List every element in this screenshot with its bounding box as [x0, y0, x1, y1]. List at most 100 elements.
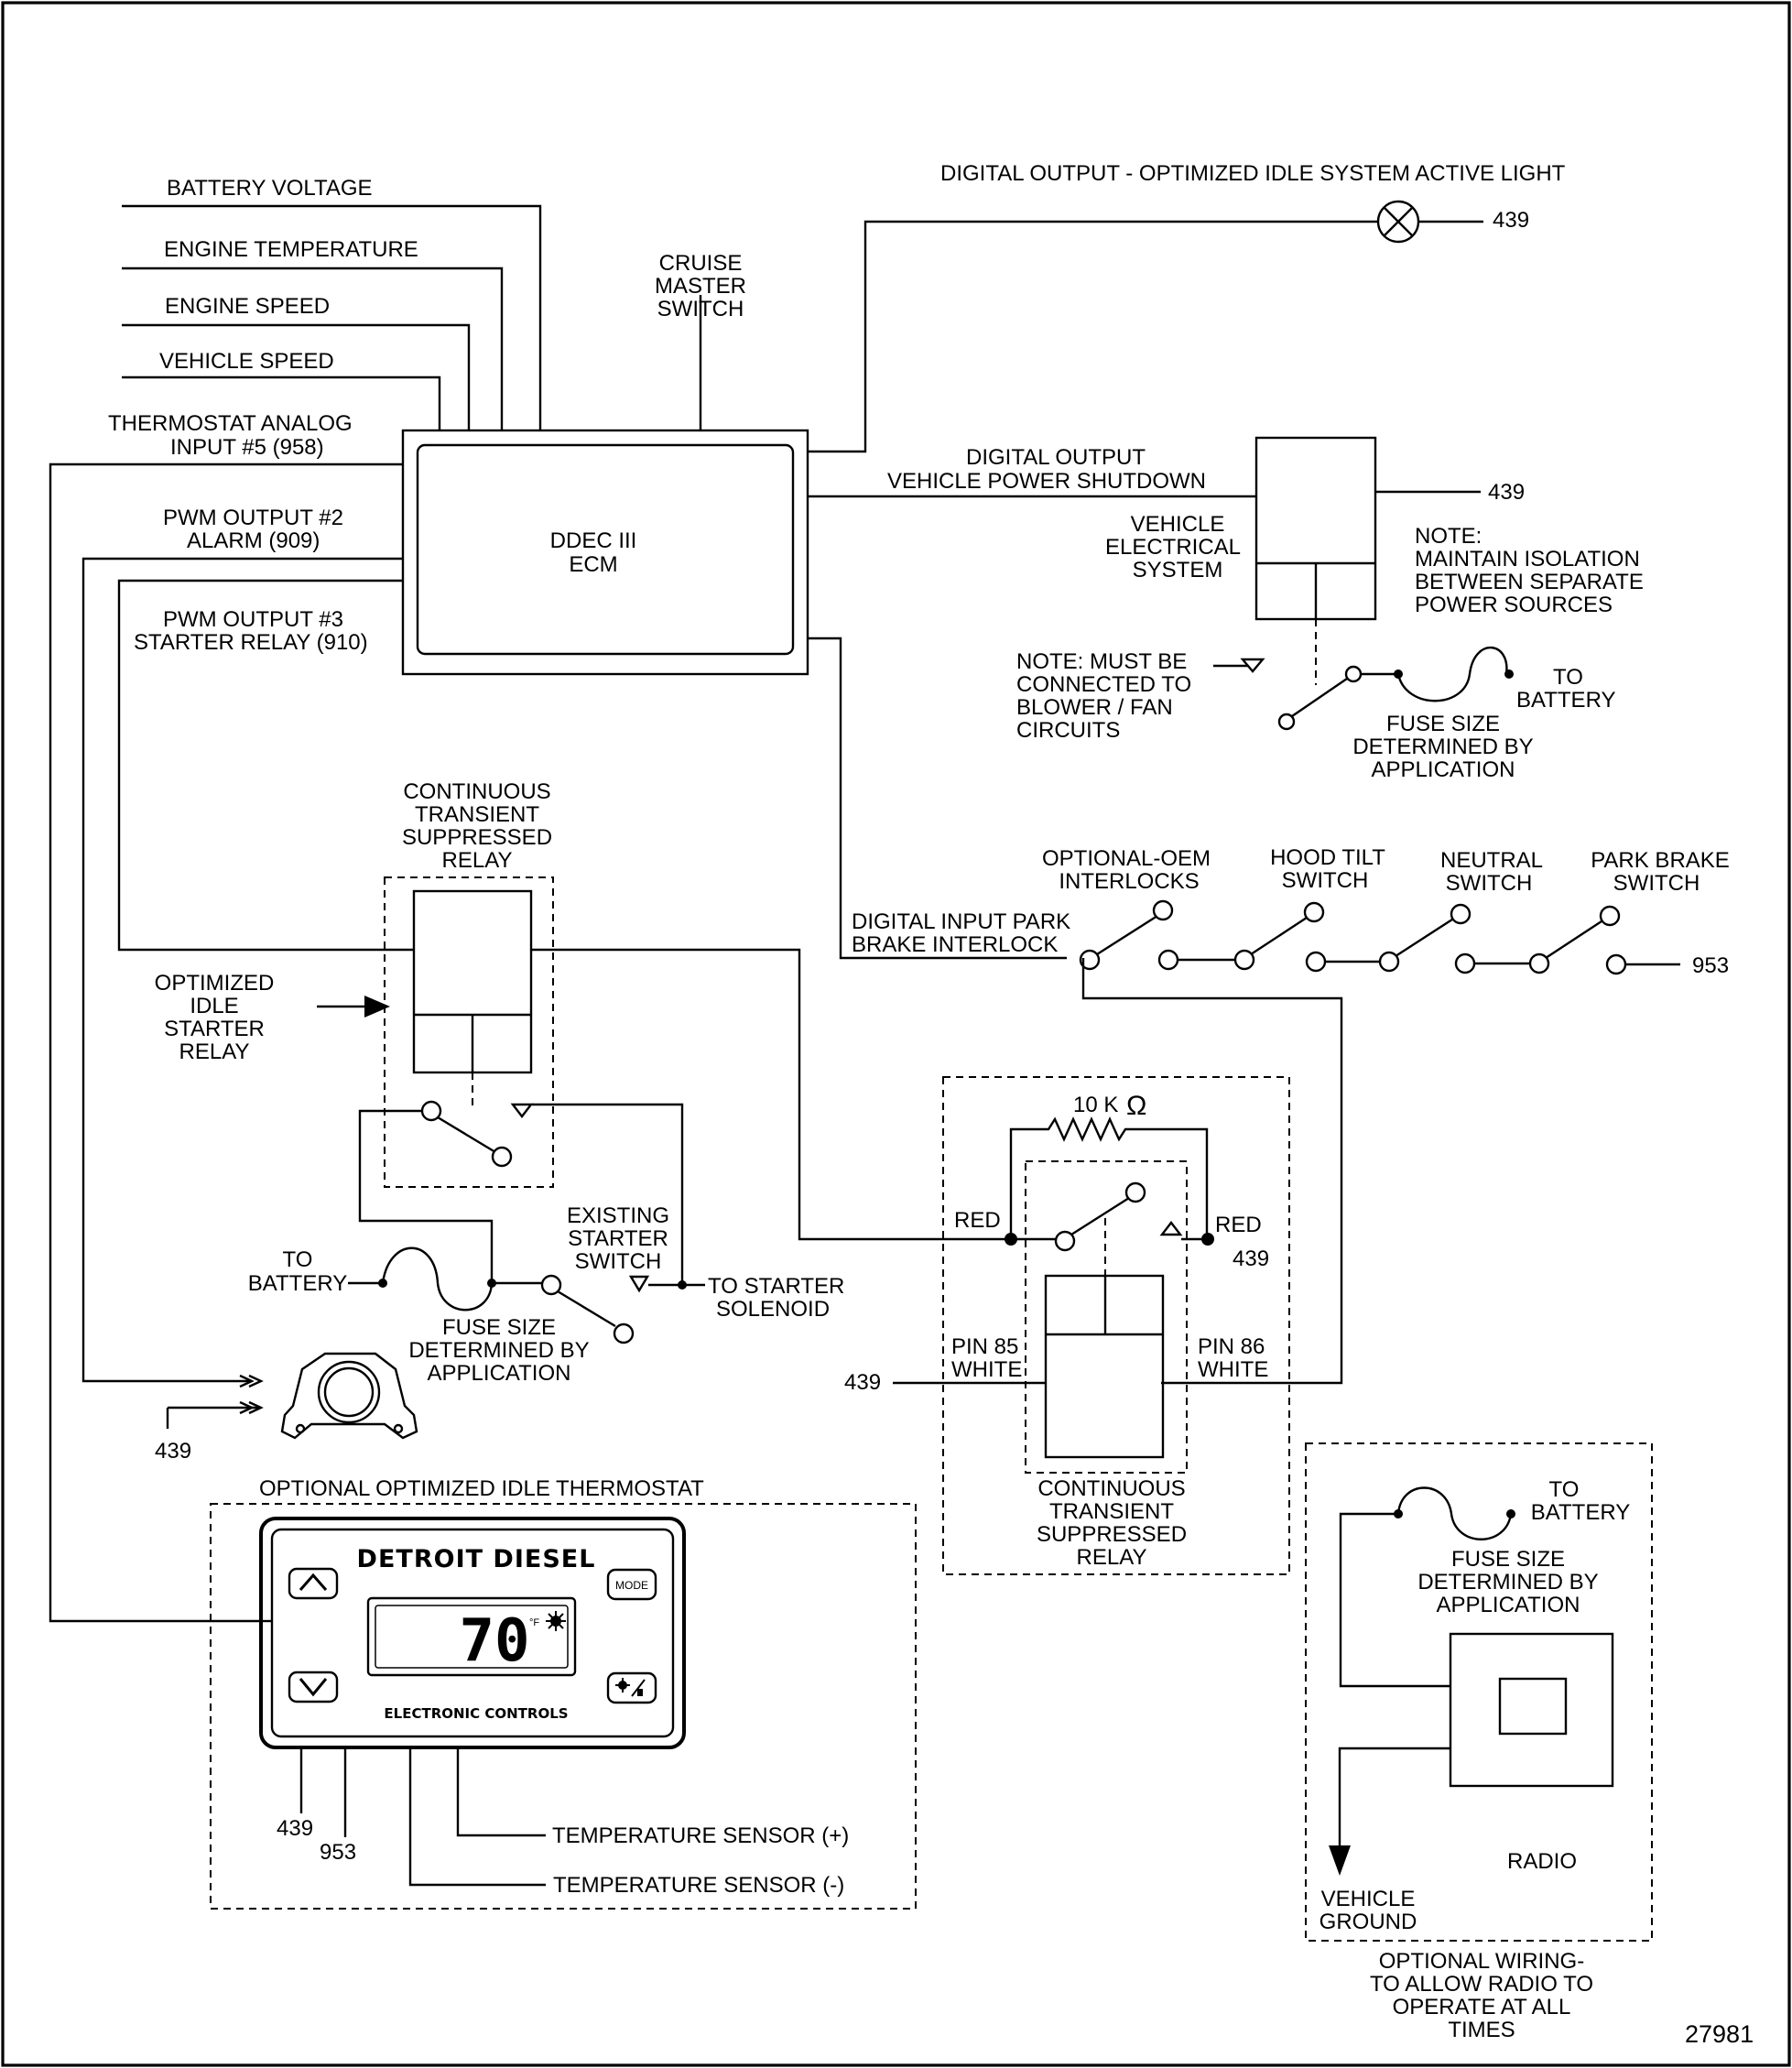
- fuse-size-top-1: FUSE SIZE: [1386, 712, 1500, 736]
- to-battery-mid-2: BATTERY: [248, 1271, 347, 1296]
- optional-wiring-label-3: OPERATE AT ALL: [1393, 1995, 1571, 2019]
- vehicle-electrical-label-2: ELECTRICAL: [1105, 535, 1241, 560]
- park-interlock-label-2: BRAKE INTERLOCK: [852, 932, 1058, 957]
- sun-icon: [546, 1611, 566, 1631]
- cruise-label-1: CRUISE: [659, 251, 743, 276]
- neutral-label-1: NEUTRAL: [1440, 848, 1543, 873]
- hood-tilt-label-2: SWITCH: [1282, 868, 1369, 893]
- cruise-label-2: MASTER: [655, 274, 746, 299]
- fan-mode-button[interactable]: [606, 1671, 657, 1704]
- ecm-left-wires: [49, 463, 414, 1623]
- fuse-icon: [381, 1246, 494, 1312]
- pin85-wire-439: 439: [844, 1370, 881, 1395]
- park-brake-label-1: PARK BRAKE: [1591, 848, 1730, 873]
- existing-starter-label-2: STARTER: [568, 1226, 668, 1251]
- park-interlock-label-1: DIGITAL INPUT PARK: [852, 909, 1070, 934]
- ctsr-bottom-label-2: TRANSIENT: [1049, 1499, 1174, 1524]
- active-light-wire-439: 439: [1493, 208, 1529, 233]
- fuse-size-mid-1: FUSE SIZE: [442, 1315, 556, 1340]
- vehicle-electrical-label-1: VEHICLE: [1131, 512, 1225, 537]
- oi-starter-relay-label-3: STARTER: [164, 1017, 265, 1041]
- red-label-right: RED: [1215, 1213, 1262, 1237]
- oi-starter-relay-label-4: RELAY: [179, 1039, 250, 1064]
- hood-tilt-label-1: HOOD TILT: [1270, 845, 1385, 870]
- indicator-lamp-icon: [1376, 200, 1420, 244]
- fuse-size-radio-2: DETERMINED BY: [1417, 1570, 1598, 1595]
- note-isolation-3: BETWEEN SEPARATE: [1415, 570, 1644, 594]
- arrow-right-icon: [364, 996, 390, 1018]
- ctsr-top-relay: [412, 889, 533, 1074]
- ctsr-top-label-2: TRANSIENT: [415, 802, 539, 827]
- power-shutdown-wire-439: 439: [1488, 480, 1525, 505]
- resistor-icon: [1009, 1116, 1209, 1239]
- ctsr-top-label-4: RELAY: [442, 848, 513, 873]
- thermostat-brand: DETROIT DIESEL: [357, 1545, 596, 1573]
- battery-voltage-label: BATTERY VOLTAGE: [167, 176, 373, 201]
- active-light-label: DIGITAL OUTPUT - OPTIMIZED IDLE SYSTEM A…: [940, 161, 1566, 186]
- ctsr-bottom-label-4: RELAY: [1077, 1545, 1147, 1570]
- pwm2-label-2: ALARM (909): [187, 528, 320, 553]
- sun-fan-icon: [615, 1678, 646, 1697]
- ground-triangle-icon: [1240, 658, 1265, 673]
- down-button[interactable]: [288, 1671, 339, 1703]
- ctsr-bottom-label-1: CONTINUOUS: [1037, 1476, 1185, 1501]
- to-battery-radio-1: TO: [1549, 1477, 1580, 1502]
- pin86-wire: [1081, 958, 1343, 1385]
- ground-arrow-icon: [1329, 1845, 1351, 1876]
- interlock-wire-953: 953: [1692, 953, 1729, 978]
- fuse-size-top-3: APPLICATION: [1372, 757, 1515, 782]
- pwm3-label-2: STARTER RELAY (910): [134, 630, 368, 655]
- switch-arm: [1291, 678, 1348, 717]
- ecm-label-2: ECM: [569, 552, 617, 577]
- pin86-label-2: WHITE: [1198, 1357, 1268, 1382]
- pwm3-label-1: PWM OUTPUT #3: [163, 607, 343, 632]
- contact-triangle-icon: [1159, 1221, 1183, 1236]
- contact-triangle-icon: [628, 1275, 650, 1293]
- existing-starter-label-3: SWITCH: [575, 1249, 662, 1274]
- park-brake-label-2: SWITCH: [1613, 871, 1700, 896]
- thermostat-input-label-1: THERMOSTAT ANALOG: [108, 411, 353, 436]
- fuse-size-top-2: DETERMINED BY: [1352, 735, 1533, 759]
- fuse-size-radio-3: APPLICATION: [1437, 1593, 1580, 1617]
- ctsr-bottom-enclosure: [942, 1076, 1290, 1575]
- mode-button-label: MODE: [615, 1579, 648, 1592]
- note-blower-1: NOTE: MUST BE: [1016, 649, 1187, 674]
- optional-wiring-label-2: TO ALLOW RADIO TO: [1370, 1972, 1593, 1997]
- ctsr-top-output-wire: [531, 948, 1011, 1241]
- existing-starter-label-1: EXISTING: [567, 1203, 669, 1228]
- thermostat-display-value: 70: [459, 1607, 529, 1675]
- pin85-label-2: WHITE: [951, 1357, 1022, 1382]
- figure-number: 27981: [1685, 2020, 1754, 2048]
- fuse-icon: [1396, 646, 1508, 702]
- fuse-size-radio-1: FUSE SIZE: [1451, 1547, 1565, 1572]
- ctsr-top-enclosure: [384, 876, 554, 1188]
- engine-speed-label: ENGINE SPEED: [165, 294, 330, 319]
- thermostat-input-label-2: INPUT #5 (958): [170, 435, 324, 460]
- up-button[interactable]: [288, 1567, 339, 1600]
- vehicle-speed-label: VEHICLE SPEED: [159, 349, 334, 374]
- ctsr-top-label-3: SUPPRESSED: [402, 825, 552, 850]
- interlock-switches: [1079, 899, 1680, 975]
- vehicle-ground-label-1: VEHICLE: [1321, 1887, 1416, 1911]
- vehicle-ground-label-2: GROUND: [1320, 1910, 1417, 1934]
- thermostat-title: OPTIONAL OPTIMIZED IDLE THERMOSTAT: [259, 1476, 704, 1501]
- ctsr-top-label-1: CONTINUOUS: [403, 779, 550, 804]
- thermostat-wire-953: 953: [320, 1840, 356, 1865]
- to-battery-mid-1: TO: [283, 1247, 313, 1272]
- mode-button[interactable]: MODE: [606, 1568, 657, 1601]
- note-isolation-1: NOTE:: [1415, 524, 1482, 549]
- note-blower-2: CONNECTED TO: [1016, 672, 1191, 697]
- pin86-label-1: PIN 86: [1198, 1334, 1265, 1359]
- junction-dot: [678, 1280, 687, 1290]
- red-label-left: RED: [954, 1208, 1001, 1233]
- fuse-size-mid-2: DETERMINED BY: [408, 1338, 589, 1363]
- red-wire-439: 439: [1233, 1246, 1269, 1271]
- oi-starter-relay-label-1: OPTIMIZED: [155, 971, 275, 996]
- ctsr-bottom-label-3: SUPPRESSED: [1037, 1522, 1187, 1547]
- pwm2-label-1: PWM OUTPUT #2: [163, 506, 343, 530]
- power-shutdown-label-2: VEHICLE POWER SHUTDOWN: [887, 469, 1206, 494]
- thermostat-unit: °F: [529, 1617, 539, 1628]
- ddec-ecm: DDEC III ECM: [401, 429, 809, 676]
